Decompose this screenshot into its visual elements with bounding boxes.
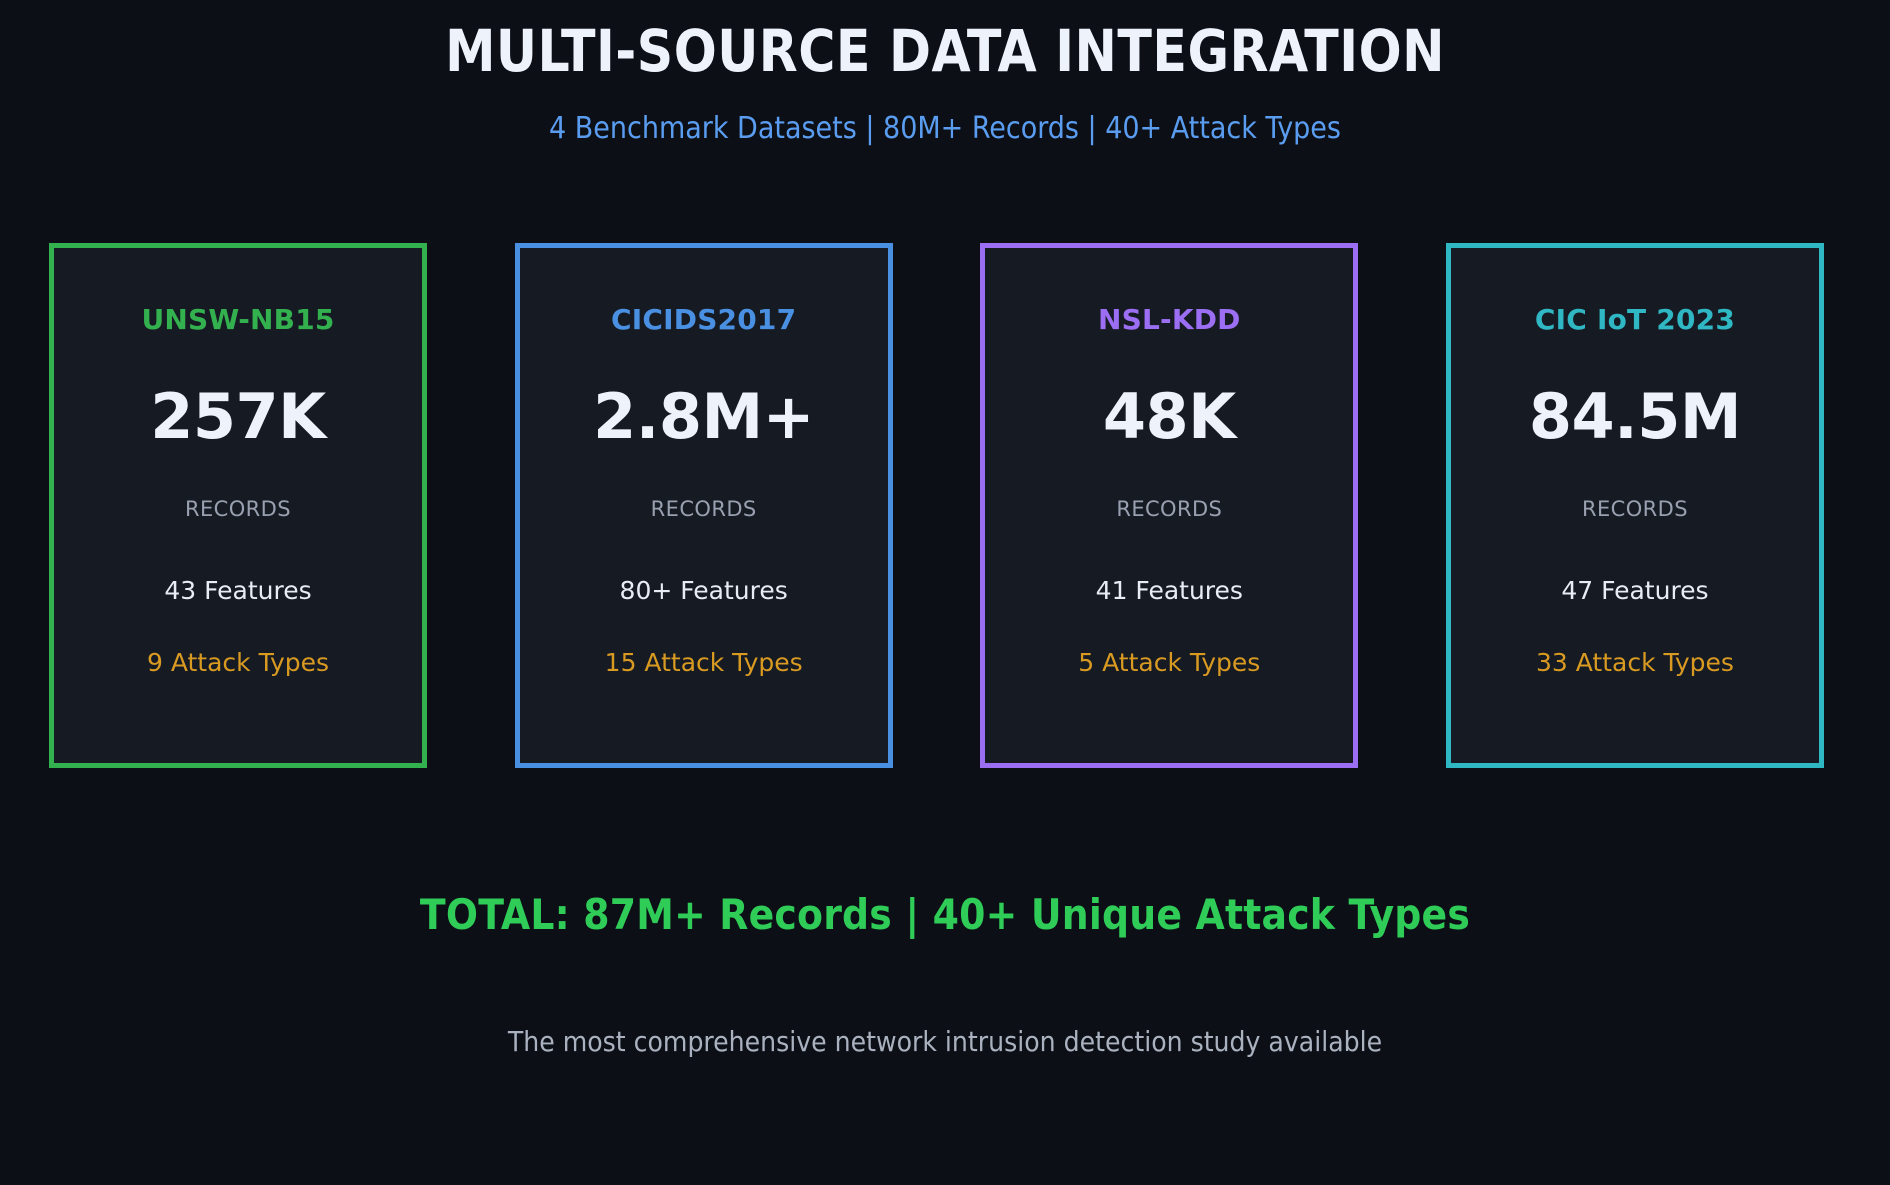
dataset-record-count: 48K <box>1102 379 1236 453</box>
dataset-attack-types: 33 Attack Types <box>1535 648 1734 678</box>
dataset-cards-row: UNSW-NB15 257K RECORDS 43 Features 9 Att… <box>49 243 1824 768</box>
dataset-records-label: RECORDS <box>185 496 291 521</box>
dataset-attack-types: 9 Attack Types <box>146 648 330 678</box>
dataset-feature-count: 43 Features <box>164 575 312 605</box>
dataset-card-cic-iot-2023[interactable]: CIC IoT 2023 84.5M RECORDS 47 Features 3… <box>1445 243 1824 768</box>
footer-note: The most comprehensive network intrusion… <box>507 1025 1383 1058</box>
page-subtitle: 4 Benchmark Datasets | 80M+ Records | 40… <box>549 110 1341 146</box>
dataset-feature-count: 47 Features <box>1561 575 1709 605</box>
dataset-card-title: UNSW-NB15 <box>141 303 335 336</box>
dataset-card-unsw-nb15[interactable]: UNSW-NB15 257K RECORDS 43 Features 9 Att… <box>49 243 427 768</box>
dataset-card-nsl-kdd[interactable]: NSL-KDD 48K RECORDS 41 Features 5 Attack… <box>980 243 1359 768</box>
page-title: MULTI-SOURCE DATA INTEGRATION <box>445 17 1445 85</box>
dataset-attack-types: 5 Attack Types <box>1078 648 1261 678</box>
header: MULTI-SOURCE DATA INTEGRATION 4 Benchmar… <box>0 0 1890 147</box>
dataset-card-title: CICIDS2017 <box>611 303 797 336</box>
dataset-card-cicids2017[interactable]: CICIDS2017 2.8M+ RECORDS 80+ Features 15… <box>514 243 893 768</box>
dataset-record-count: 257K <box>150 379 326 453</box>
total-summary: TOTAL: 87M+ Records | 40+ Unique Attack … <box>419 890 1471 939</box>
dataset-record-count: 84.5M <box>1528 379 1742 453</box>
dataset-attack-types: 15 Attack Types <box>604 648 803 678</box>
dataset-records-label: RECORDS <box>1116 496 1223 521</box>
dataset-feature-count: 80+ Features <box>619 575 788 605</box>
dataset-records-label: RECORDS <box>1581 496 1688 521</box>
dataset-records-label: RECORDS <box>650 496 757 521</box>
dataset-record-count: 2.8M+ <box>593 379 815 453</box>
dataset-card-title: CIC IoT 2023 <box>1534 303 1736 336</box>
dataset-card-title: NSL-KDD <box>1097 303 1241 336</box>
dataset-feature-count: 41 Features <box>1095 575 1243 605</box>
